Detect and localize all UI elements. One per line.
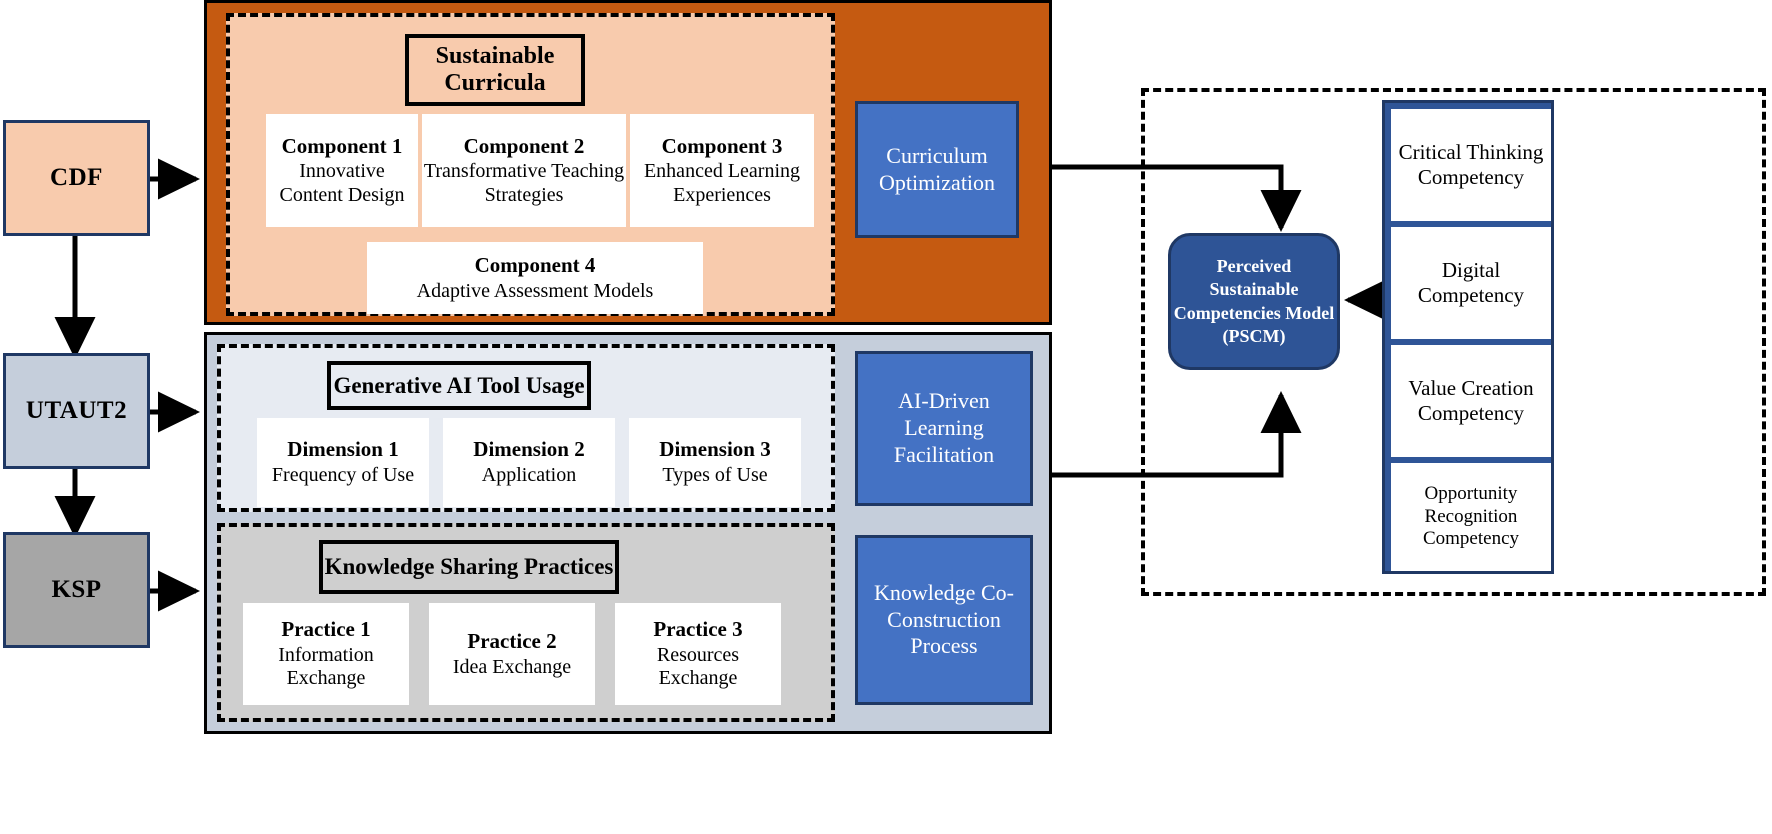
practice-1-card[interactable]: Practice 1 Information Exchange <box>243 603 409 705</box>
practice-2-card[interactable]: Practice 2 Idea Exchange <box>429 603 595 705</box>
dimension-1-title: Dimension 1 <box>287 437 399 462</box>
dimension-2-title: Dimension 2 <box>473 437 585 462</box>
practice-3-title: Practice 3 <box>653 617 743 642</box>
competency-opportunity-recognition[interactable]: Opportunity Recognition Competency <box>1391 463 1551 571</box>
competency-digital-label: Digital Competency <box>1417 257 1525 307</box>
dimension-2-card[interactable]: Dimension 2 Application <box>443 418 615 507</box>
component-4-card[interactable]: Component 4 Adaptive Assessment Models <box>367 242 703 314</box>
antecedent-ksp-label: KSP <box>51 576 102 603</box>
competency-value-creation[interactable]: Value Creation Competency <box>1391 345 1551 457</box>
competency-value-creation-label: Value Creation Competency <box>1408 375 1534 425</box>
practice-3-card[interactable]: Practice 3 Resources Exchange <box>615 603 781 705</box>
generative-ai-header[interactable]: Generative AI Tool Usage <box>327 361 591 410</box>
component-1-card[interactable]: Component 1 Innovative Content Design <box>266 114 418 227</box>
competency-frame: Critical Thinking Competency Digital Com… <box>1382 100 1554 574</box>
practice-2-subtitle: Idea Exchange <box>452 655 572 678</box>
dimension-2-subtitle: Application <box>481 464 577 487</box>
sustainable-curricula-region: Sustainable Curricula Component 1 Innova… <box>226 13 835 316</box>
ai-driven-learning-label: AI-Driven Learning Facilitation <box>893 388 995 467</box>
competency-opportunity-recognition-label: Opportunity Recognition Competency <box>1422 482 1520 550</box>
sustainable-curricula-header[interactable]: Sustainable Curricula <box>405 34 585 106</box>
competency-critical-thinking[interactable]: Critical Thinking Competency <box>1391 109 1551 221</box>
antecedent-cdf[interactable]: CDF <box>3 120 150 236</box>
practice-2-title: Practice 2 <box>467 628 557 653</box>
antecedent-cdf-label: CDF <box>50 164 103 191</box>
curriculum-optimization-box[interactable]: Curriculum Optimization <box>855 101 1019 238</box>
antecedent-utaut2[interactable]: UTAUT2 <box>3 353 150 469</box>
dimension-1-subtitle: Frequency of Use <box>271 464 415 487</box>
pscm-node[interactable]: Perceived Sustainable Competencies Model… <box>1168 233 1340 370</box>
component-3-card[interactable]: Component 3 Enhanced Learning Experience… <box>630 114 814 227</box>
curriculum-panel: Sustainable Curricula Component 1 Innova… <box>204 0 1052 325</box>
dimension-3-card[interactable]: Dimension 3 Types of Use <box>629 418 801 507</box>
knowledge-sharing-region: Knowledge Sharing Practices Practice 1 I… <box>217 523 835 722</box>
knowledge-co-construction-label: Knowledge Co-Construction Process <box>874 579 1014 659</box>
sustainable-curricula-header-label: Sustainable Curricula <box>435 43 555 96</box>
component-2-title: Component 2 <box>463 133 585 158</box>
component-4-title: Component 4 <box>474 252 596 277</box>
antecedent-ksp[interactable]: KSP <box>3 532 150 648</box>
practice-3-subtitle: Resources Exchange <box>656 643 740 690</box>
knowledge-sharing-header-label: Knowledge Sharing Practices <box>324 554 614 580</box>
dimension-3-title: Dimension 3 <box>659 437 771 462</box>
outcome-frame <box>1141 88 1766 596</box>
ai-ksp-panel: Generative AI Tool Usage Dimension 1 Fre… <box>204 332 1052 734</box>
dimension-3-subtitle: Types of Use <box>662 464 768 487</box>
component-1-subtitle: Innovative Content Design <box>279 160 405 206</box>
generative-ai-region: Generative AI Tool Usage Dimension 1 Fre… <box>217 344 835 512</box>
component-2-subtitle: Transformative Teaching Strategies <box>423 160 625 206</box>
pscm-label: Perceived Sustainable Competencies Model… <box>1173 255 1335 346</box>
component-1-title: Component 1 <box>281 133 403 158</box>
component-3-subtitle: Enhanced Learning Experiences <box>643 160 801 206</box>
ai-driven-learning-box[interactable]: AI-Driven Learning Facilitation <box>855 351 1033 506</box>
generative-ai-header-label: Generative AI Tool Usage <box>333 372 585 398</box>
practice-1-title: Practice 1 <box>281 617 371 642</box>
antecedent-utaut2-label: UTAUT2 <box>25 397 128 424</box>
component-3-title: Component 3 <box>661 133 783 158</box>
competency-digital[interactable]: Digital Competency <box>1391 227 1551 339</box>
dimension-1-card[interactable]: Dimension 1 Frequency of Use <box>257 418 429 507</box>
curriculum-optimization-label: Curriculum Optimization <box>878 142 996 195</box>
component-2-card[interactable]: Component 2 Transformative Teaching Stra… <box>422 114 626 227</box>
knowledge-sharing-header[interactable]: Knowledge Sharing Practices <box>319 540 619 594</box>
practice-1-subtitle: Information Exchange <box>278 643 374 690</box>
component-4-subtitle: Adaptive Assessment Models <box>416 279 654 302</box>
competency-critical-thinking-label: Critical Thinking Competency <box>1398 139 1544 189</box>
knowledge-co-construction-box[interactable]: Knowledge Co-Construction Process <box>855 535 1033 705</box>
